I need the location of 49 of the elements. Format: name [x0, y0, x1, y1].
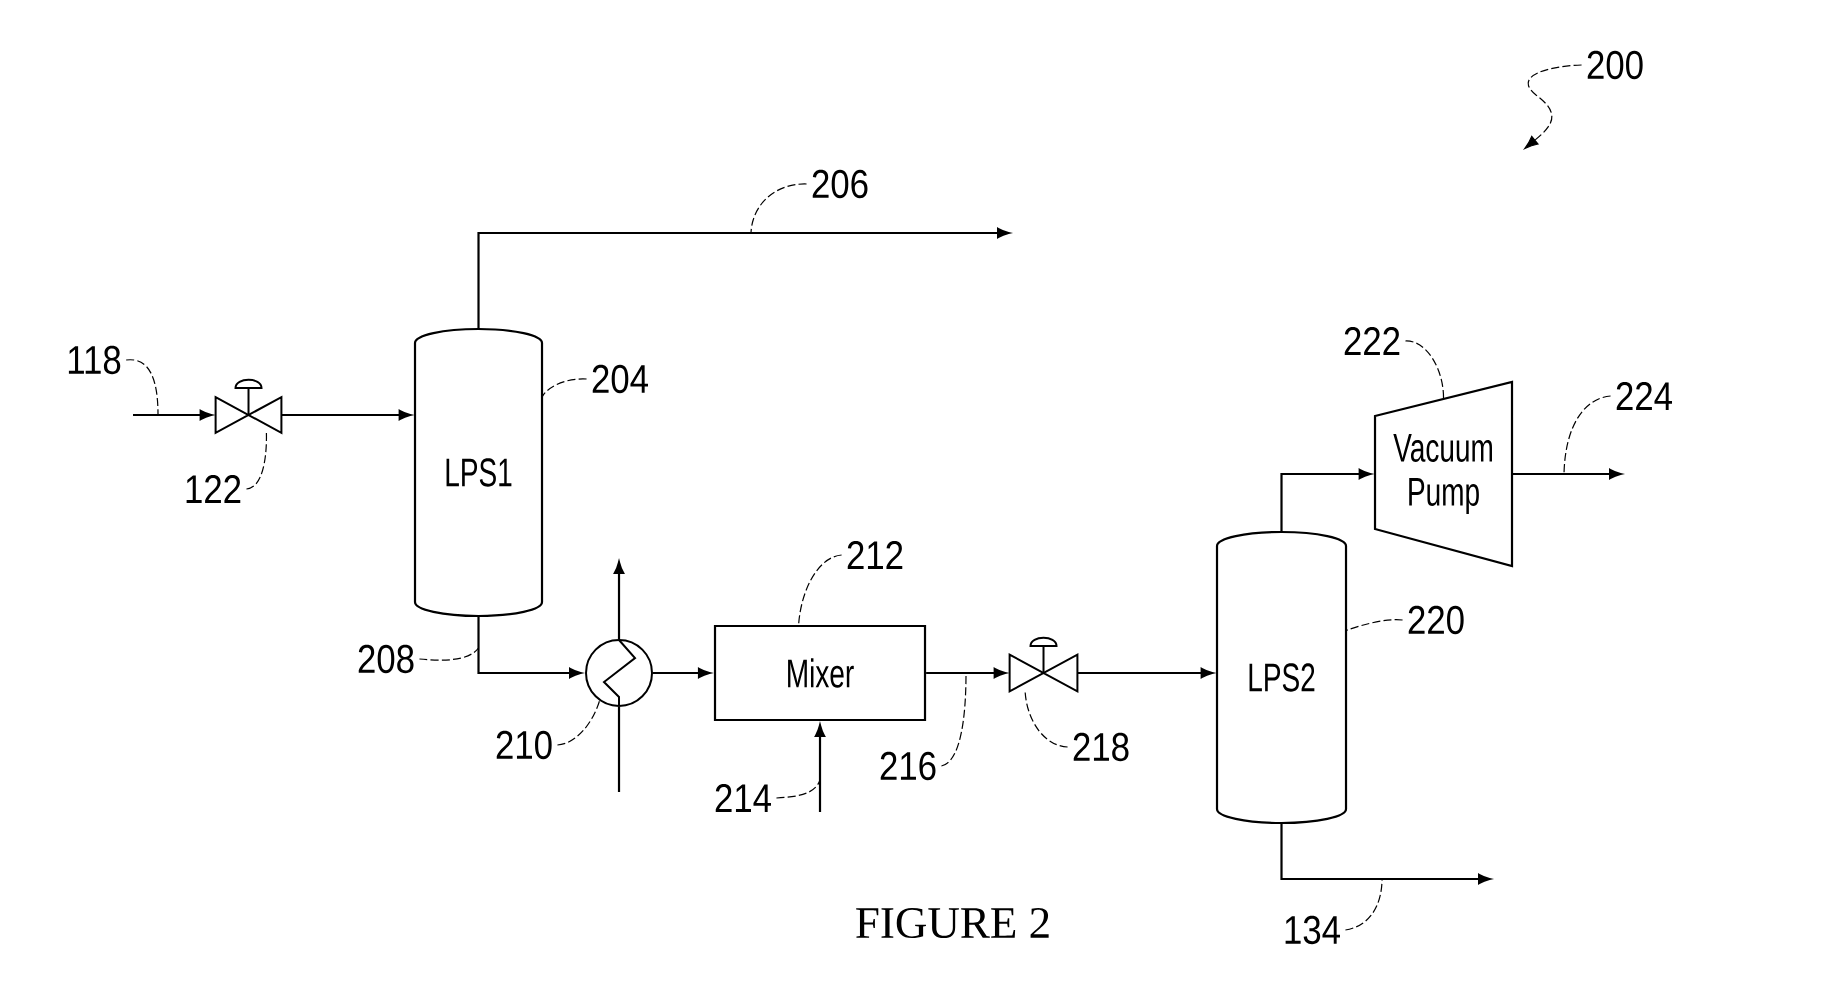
leader-line — [1024, 690, 1069, 748]
flow-arrow — [613, 561, 625, 639]
flow-arrow — [653, 667, 711, 679]
flow-arrow — [477, 616, 582, 679]
leader-line — [1345, 619, 1404, 631]
leader-line — [556, 700, 601, 746]
leader-arrow — [1524, 64, 1583, 149]
mixer-box: Mixer — [713, 624, 927, 722]
heat-exchanger-symbol — [585, 639, 653, 707]
reference-numeral: 200 — [1587, 50, 1643, 80]
flow-arrow — [926, 667, 1007, 679]
reference-numeral: 122 — [186, 475, 241, 503]
leader-line — [1344, 878, 1383, 931]
flow-arrow — [1512, 468, 1622, 480]
leader-line — [750, 183, 808, 234]
flow-arrow — [477, 227, 1010, 329]
leader-line — [418, 647, 480, 661]
flow-arrow — [1280, 468, 1372, 532]
flow-arrow — [1077, 667, 1214, 679]
flow-arrow — [281, 409, 412, 421]
leader-line — [775, 779, 821, 799]
flow-arrow — [133, 409, 213, 421]
reference-numeral: 204 — [592, 364, 648, 394]
reference-numeral: 222 — [1344, 327, 1400, 355]
leader-line — [245, 432, 268, 490]
reference-numeral: 220 — [1408, 605, 1464, 635]
valve-symbol — [214, 378, 283, 435]
vessel: LPS1 — [413, 327, 544, 618]
figure-caption: FIGURE 2 — [856, 907, 1049, 939]
reference-numeral: 208 — [358, 644, 414, 674]
reference-numeral: 206 — [812, 169, 868, 199]
flow-arrow — [1280, 823, 1491, 885]
reference-numeral: 118 — [68, 345, 121, 375]
flow-arrow — [814, 724, 826, 812]
valve-symbol — [1008, 636, 1079, 694]
flow-line — [617, 707, 621, 792]
leader-line — [1404, 340, 1445, 400]
leader-line — [125, 359, 159, 416]
leader-line — [798, 554, 843, 626]
reference-numeral: 210 — [496, 730, 552, 760]
vessel: LPS2 — [1215, 530, 1348, 825]
reference-numeral: 224 — [1616, 382, 1672, 410]
reference-numeral: 218 — [1073, 732, 1129, 762]
leader-line — [1563, 395, 1612, 475]
reference-numeral: 216 — [880, 751, 936, 781]
reference-numeral: 214 — [715, 784, 771, 812]
leader-line — [541, 378, 588, 397]
reference-numeral: 134 — [1285, 915, 1340, 945]
reference-numeral: 212 — [847, 541, 903, 569]
